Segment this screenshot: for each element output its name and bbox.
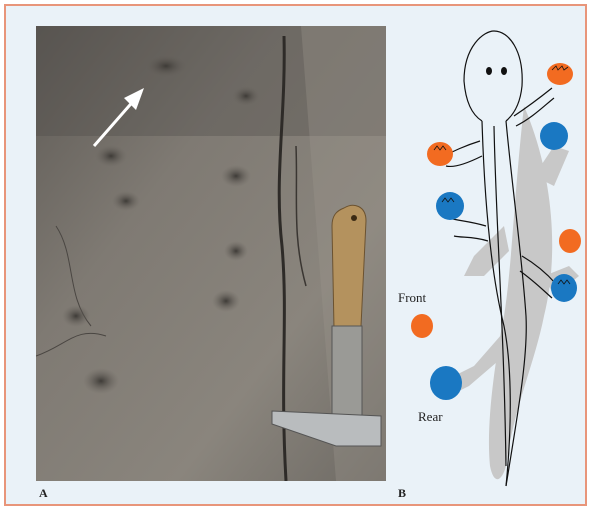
panel-label-a: A	[39, 486, 48, 501]
figure-frame: Front Rear A B	[4, 4, 587, 506]
rear-legend-label: Rear	[418, 409, 443, 425]
trackway-diagram	[394, 26, 589, 496]
front-legend-label: Front	[398, 290, 426, 306]
fossil-trackway-photo	[36, 26, 386, 481]
panel-label-b: B	[398, 486, 406, 501]
left-eye	[486, 67, 492, 75]
right-eye	[501, 67, 507, 75]
